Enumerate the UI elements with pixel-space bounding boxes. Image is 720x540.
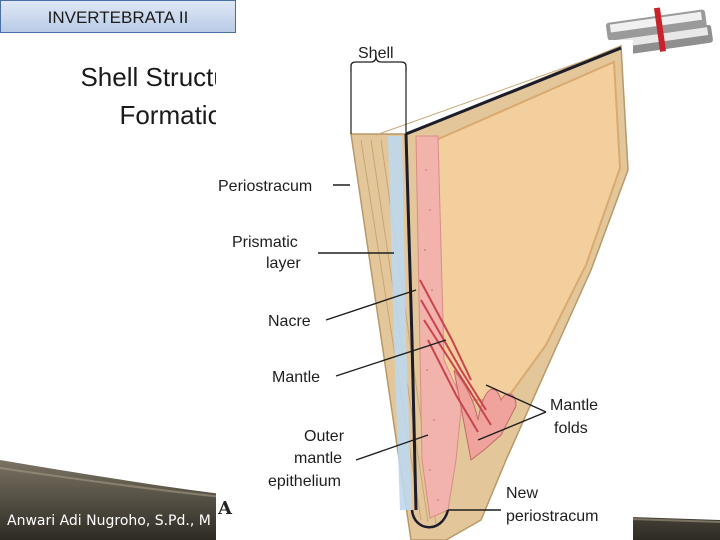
books-icon [605,7,713,56]
leader-lines [318,184,547,511]
label-new-periostracum-1: New [506,485,538,502]
periostracum-line [404,46,622,511]
mantle-dots [424,169,439,501]
label-outer-3: epithelium [268,473,341,490]
panel-letter: A [217,498,233,519]
author-credit: Anwari Adi Nugroho, S.Pd., M [7,513,211,529]
shell-bracket [350,55,407,72]
label-nacre: Nacre [268,313,311,330]
label-new-periostracum-2: periostracum [506,508,598,525]
prismatic-band [388,136,412,510]
label-mantle-folds-2: folds [554,420,588,437]
new-periostracum-loop [410,509,450,529]
shell-cross-section: Shell Periostracum Prismatic layer Nacre… [217,44,629,540]
label-mantle: Mantle [272,369,320,386]
mantle-tissue [415,135,463,519]
label-prismatic-1: Prismatic [232,234,298,251]
course-tag: INVERTEBRATA II [0,0,236,33]
muscle-fibers [419,279,492,433]
shell-diagram: Shell Periostracum Prismatic layer Nacre… [216,40,633,540]
label-prismatic-2: layer [266,255,301,272]
label-outer-1: Outer [304,428,345,445]
label-shell: Shell [358,45,394,62]
label-periostracum: Periostracum [218,178,312,195]
label-outer-2: mantle [294,450,342,467]
label-mantle-folds-1: Mantle [550,397,598,414]
